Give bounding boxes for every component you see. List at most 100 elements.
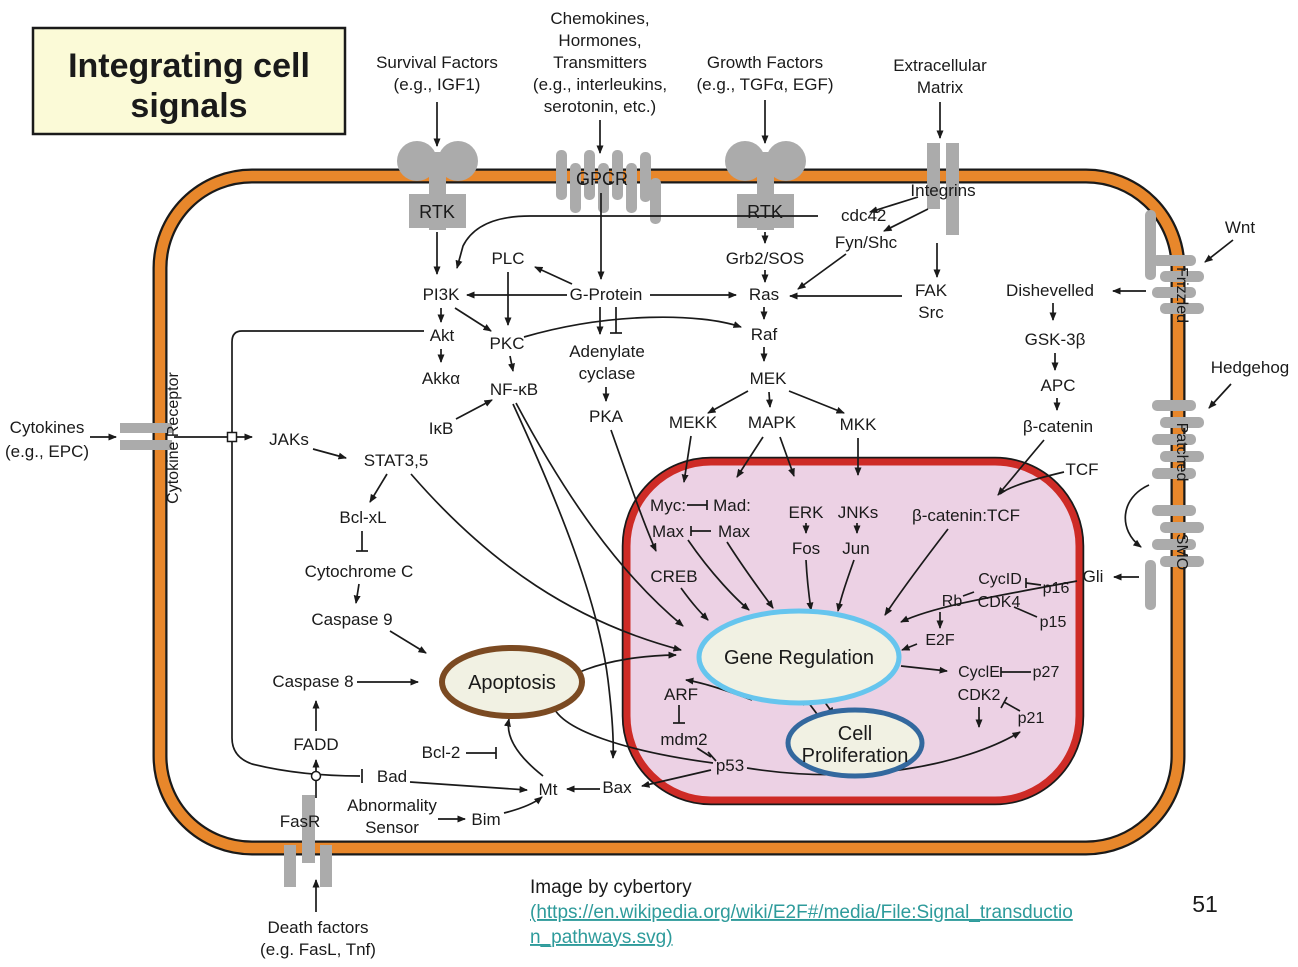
svg-text:serotonin, etc.): serotonin, etc.)	[544, 97, 656, 116]
gene-regulation-label: Gene Regulation	[724, 647, 874, 669]
node-jun: Jun	[842, 539, 869, 558]
survival-factors-label: Survival Factors	[376, 53, 498, 72]
node-pka: PKA	[589, 407, 624, 426]
svg-text:Adenylate: Adenylate	[569, 342, 645, 361]
rtk1-label: RTK	[419, 202, 455, 222]
node-cdk2: CDK2	[958, 687, 1001, 704]
gpcr-receptor: GPCR	[556, 150, 661, 224]
node-fos: Fos	[792, 539, 820, 558]
smo-label: SMO	[1173, 534, 1190, 570]
signal-arrows	[90, 100, 1234, 912]
title-box: Integrating cell signals	[31, 26, 347, 136]
patched-receptor: Patched	[1152, 400, 1204, 481]
wnt-label: Wnt	[1225, 218, 1256, 237]
node-b-catenin-tcf: β-catenin:TCF	[912, 506, 1020, 525]
node-bax: Bax	[602, 778, 632, 797]
node-akt: Akt	[430, 326, 455, 345]
caption-author: Image by cybertory	[530, 877, 692, 898]
node-src: Src	[918, 303, 944, 322]
fasr-receptor: FasR	[280, 795, 332, 887]
gene-regulation-oval: Gene Regulation	[696, 608, 902, 706]
svg-text:cyclase: cyclase	[579, 364, 636, 383]
apoptosis-label: Apoptosis	[468, 672, 556, 694]
node-mdm2: mdm2	[660, 730, 707, 749]
node-akka: Akkα	[422, 369, 460, 388]
node-cytochrome-c: Cytochrome C	[305, 562, 414, 581]
node-p15: p15	[1040, 614, 1067, 631]
svg-text:Hormones,: Hormones,	[558, 31, 641, 50]
chemokines-label: Chemokines,	[550, 9, 649, 28]
gpcr-label: GPCR	[576, 169, 628, 189]
svg-text:Abnormality: Abnormality	[347, 796, 437, 815]
external-signal-labels: Survival Factors (e.g., IGF1) Chemokines…	[5, 9, 1289, 959]
cytoplasm-node-labels: cdc42 Fyn/Shc FAK Src Grb2/SOS Ras Raf M…	[269, 206, 1103, 837]
node-raf: Raf	[751, 325, 778, 344]
node-g-protein: G-Protein	[570, 285, 643, 304]
node-mkk: MKK	[840, 415, 878, 434]
node-mekk: MEKK	[669, 413, 718, 432]
node-pkc: PKC	[490, 334, 525, 353]
node-mek: MEK	[750, 369, 788, 388]
node-p27: p27	[1033, 664, 1060, 681]
node-e2f: E2F	[925, 632, 955, 649]
extracellular-matrix-label: Extracellular	[893, 56, 987, 75]
node-fadd: FADD	[293, 735, 338, 754]
node-dishevelled: Dishevelled	[1006, 281, 1094, 300]
svg-text:Proliferation: Proliferation	[802, 745, 909, 767]
caption-link-line1[interactable]: (https://en.wikipedia.org/wiki/E2F#/medi…	[530, 902, 1073, 923]
frizzled-receptor: Frizzled	[1145, 210, 1204, 323]
patched-label: Patched	[1173, 423, 1190, 482]
node-abnormality-sensor: Abnormality	[347, 796, 437, 815]
node-caspase8: Caspase 8	[272, 672, 353, 691]
node-cdc42: cdc42	[841, 206, 886, 225]
cell-proliferation-label: Cell	[838, 723, 872, 745]
node-cycid: CycID	[978, 571, 1022, 588]
node-fak: FAK	[915, 281, 948, 300]
svg-text:Sensor: Sensor	[365, 818, 419, 837]
cell-proliferation-oval: Cell Proliferation	[785, 707, 925, 779]
smo-receptor: SMO	[1145, 505, 1204, 610]
node-p16: p16	[1043, 580, 1070, 597]
node-apc: APC	[1041, 376, 1076, 395]
node-grb2-sos: Grb2/SOS	[726, 249, 804, 268]
node-p53: p53	[716, 756, 744, 775]
svg-text:Growth Factors: Growth Factors	[707, 53, 823, 72]
node-creb: CREB	[650, 567, 697, 586]
rtk2-receptor: RTK	[725, 141, 806, 230]
node-rb: Rb	[942, 593, 963, 610]
svg-text:Chemokines,: Chemokines,	[550, 9, 649, 28]
page-title-line1: Integrating cell	[68, 47, 310, 85]
node-pi3k: PI3K	[423, 285, 461, 304]
svg-text:Matrix: Matrix	[917, 78, 964, 97]
node-cycle: CyclE	[958, 664, 1000, 681]
svg-text:Death factors: Death factors	[267, 918, 368, 937]
node-gsk3b: GSK-3β	[1025, 330, 1086, 349]
cytokine-receptor-label: Cytokine Receptor	[165, 372, 182, 504]
svg-text:(e.g., interleukins,: (e.g., interleukins,	[533, 75, 667, 94]
frizzled-label: Frizzled	[1173, 267, 1190, 323]
hedgehog-label: Hedgehog	[1211, 358, 1289, 377]
node-mt: Mt	[539, 780, 558, 799]
cytokine-receptor: Cytokine Receptor	[120, 372, 182, 504]
node-arf: ARF	[664, 685, 698, 704]
node-max1: Max	[652, 522, 685, 541]
svg-text:Cytokines: Cytokines	[10, 418, 85, 437]
page-number: 51	[1192, 891, 1218, 917]
svg-text:(e.g., IGF1): (e.g., IGF1)	[394, 75, 481, 94]
rtk1-receptor: RTK	[397, 141, 478, 230]
death-factors-label: Death factors	[267, 918, 368, 937]
caption-link-line2[interactable]: n_pathways.svg)	[530, 927, 673, 948]
node-bim: Bim	[471, 810, 500, 829]
node-ikb: IκB	[429, 419, 454, 438]
node-ras: Ras	[749, 285, 779, 304]
page-title-line2: signals	[130, 87, 247, 125]
node-cdk4: CDK4	[978, 594, 1021, 611]
node-tcf: TCF	[1065, 460, 1098, 479]
node-nfkb: NF-κB	[490, 380, 538, 399]
node-mad: Mad:	[713, 496, 751, 515]
node-mapk: MAPK	[748, 413, 797, 432]
rtk2-label: RTK	[747, 202, 783, 222]
cytokines-label: Cytokines	[10, 418, 85, 437]
